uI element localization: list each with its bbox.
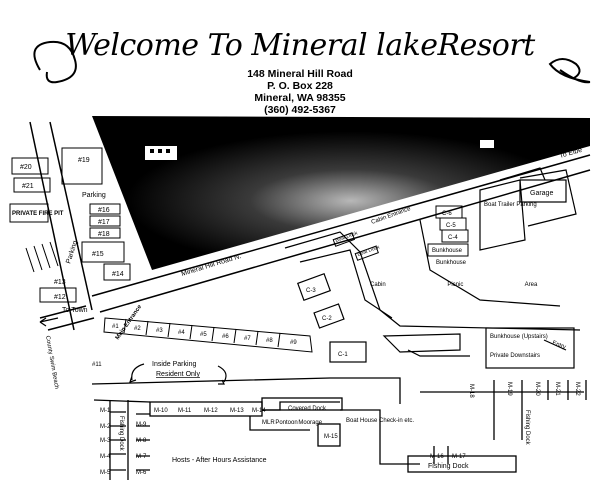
area-label-bunkhouse-1: Bunkhouse <box>432 248 463 254</box>
cabin-column <box>427 205 469 257</box>
moorage-label-m13: M-13 <box>230 408 244 414</box>
moorage-label-m8: M-8 <box>136 438 147 444</box>
moorage-label-m4: M-4 <box>100 454 111 460</box>
phone-number: (360) 492-5367 <box>264 104 336 116</box>
site-label-20: #20 <box>20 164 32 171</box>
road-label-entry: Entry <box>551 340 566 350</box>
moorage-label-m21: M-21 <box>554 382 560 396</box>
area-label-cabin-picnic: Cabin Picnic Area <box>370 282 538 288</box>
area-label-boat-trailer: Boat Trailer Parking <box>484 202 537 208</box>
site-label-9: #9 <box>290 340 297 346</box>
site-label-4: #4 <box>178 330 185 336</box>
site-label-18: #18 <box>98 231 110 238</box>
site-label-7: #7 <box>244 336 251 342</box>
moorage-label-m7: M-7 <box>136 454 147 460</box>
area-label-fishing-dock-right: Fishing Dock <box>524 410 530 446</box>
moorage-label-m17: M-17 <box>452 454 466 460</box>
moorage-label-m2: M-2 <box>100 424 111 430</box>
moorage-label-m18: M-18 <box>468 384 474 398</box>
site-label-16: #16 <box>98 207 110 214</box>
site-label-6: #6 <box>222 334 229 340</box>
flourish-left <box>33 40 77 84</box>
site-label-14: #14 <box>112 271 124 278</box>
moorage-label-m1: M-1 <box>100 408 111 414</box>
area-label-covered-dock: Covered Dock <box>288 406 327 412</box>
moorage-label-m6: M-6 <box>136 470 147 476</box>
trailer-garage <box>479 167 577 251</box>
bunkhouse-building <box>485 327 575 369</box>
page-title: Welcome To Mineral lakeResort <box>65 28 535 63</box>
area-label-resident-only: Resident Only <box>156 371 200 378</box>
moorage-label-m9: M-9 <box>136 422 147 428</box>
site-label-11: #11 <box>92 362 102 368</box>
area-label-bunkhouse-upstairs: Bunkhouse (Upstairs) <box>490 334 548 340</box>
area-label-fishing-dock-vertical: Fishing Dock <box>118 416 124 452</box>
site-label-1: #1 <box>112 324 119 330</box>
road-label-to-town: To Town <box>62 307 88 314</box>
area-label-parking: Parking <box>82 192 106 199</box>
moorage-label-m19: M-19 <box>506 382 512 396</box>
area-label-mlr-pontoon: MLR Pontoon Moorage <box>262 420 323 426</box>
area-label-private-downstairs: Private Downstairs <box>490 353 540 359</box>
moorage-label-m3: M-3 <box>100 438 111 444</box>
moorage-label-m22: M-22 <box>574 382 580 396</box>
row-sites <box>103 317 313 353</box>
area-label-garage: Garage <box>530 190 553 197</box>
address-line-1: 148 Mineral Hill Road <box>247 68 353 80</box>
site-label-5: #5 <box>200 332 207 338</box>
left-site-boxes <box>11 147 131 303</box>
cabin-label-c6: C-6 <box>442 211 452 217</box>
site-label-12: #12 <box>54 294 66 301</box>
moorage-label-m5: M-5 <box>100 470 111 476</box>
area-label-fishing-dock: Fishing Dock <box>428 463 469 470</box>
left-road <box>29 121 93 331</box>
cabin-label-c2: C-2 <box>322 316 332 322</box>
arrow-to-town <box>39 317 59 327</box>
cabin-label-c1: C-1 <box>338 352 348 358</box>
site-label-19: #19 <box>78 157 90 164</box>
site-label-3: #3 <box>156 328 163 334</box>
arrow-inside-parking-left <box>129 363 145 383</box>
site-label-8: #8 <box>266 338 273 344</box>
moorage-label-m10: M-10 <box>154 408 168 414</box>
area-label-inside-parking: Inside Parking <box>152 361 196 368</box>
moorage-label-m12: M-12 <box>204 408 218 414</box>
lake <box>92 116 590 270</box>
area-label-county-swim-beach: County Swim Beach <box>44 335 59 389</box>
site-label-13: #13 <box>54 279 66 286</box>
moorage-label-m11: M-11 <box>178 408 192 414</box>
site-label-17: #17 <box>98 219 110 226</box>
moorage-label-m16: M-16 <box>430 454 444 460</box>
area-label-boat-house: Boat House Check-in etc. <box>346 418 414 424</box>
cabin-label-c5: C-5 <box>446 223 456 229</box>
moorage-label-m15: M-15 <box>324 434 338 440</box>
moorage-label-m20: M-20 <box>534 382 540 396</box>
site-label-21: #21 <box>22 183 34 190</box>
cabin-area-roads <box>284 219 581 363</box>
cabin-label-c3: C-3 <box>306 288 316 294</box>
cabin-label-c4: C-4 <box>448 235 458 241</box>
address-line-2: P. O. Box 228 <box>267 80 333 92</box>
shoreline-docks <box>91 377 587 480</box>
flourish-right <box>548 58 591 84</box>
area-label-hosts: Hosts - After Hours Assistance <box>172 457 267 464</box>
address-line-3: Mineral, WA 98355 <box>254 92 346 104</box>
lake-structure-right <box>480 140 494 148</box>
site-label-15: #15 <box>92 251 104 258</box>
area-label-parking-2: Parking <box>65 240 79 265</box>
site-label-2: #2 <box>134 326 141 332</box>
area-label-private-fire-pit: PRIVATE FIRE PIT <box>12 211 64 217</box>
moorage-label-m14: M-14 <box>252 408 266 414</box>
area-label-bunkhouse-2: Bunkhouse <box>436 260 467 266</box>
